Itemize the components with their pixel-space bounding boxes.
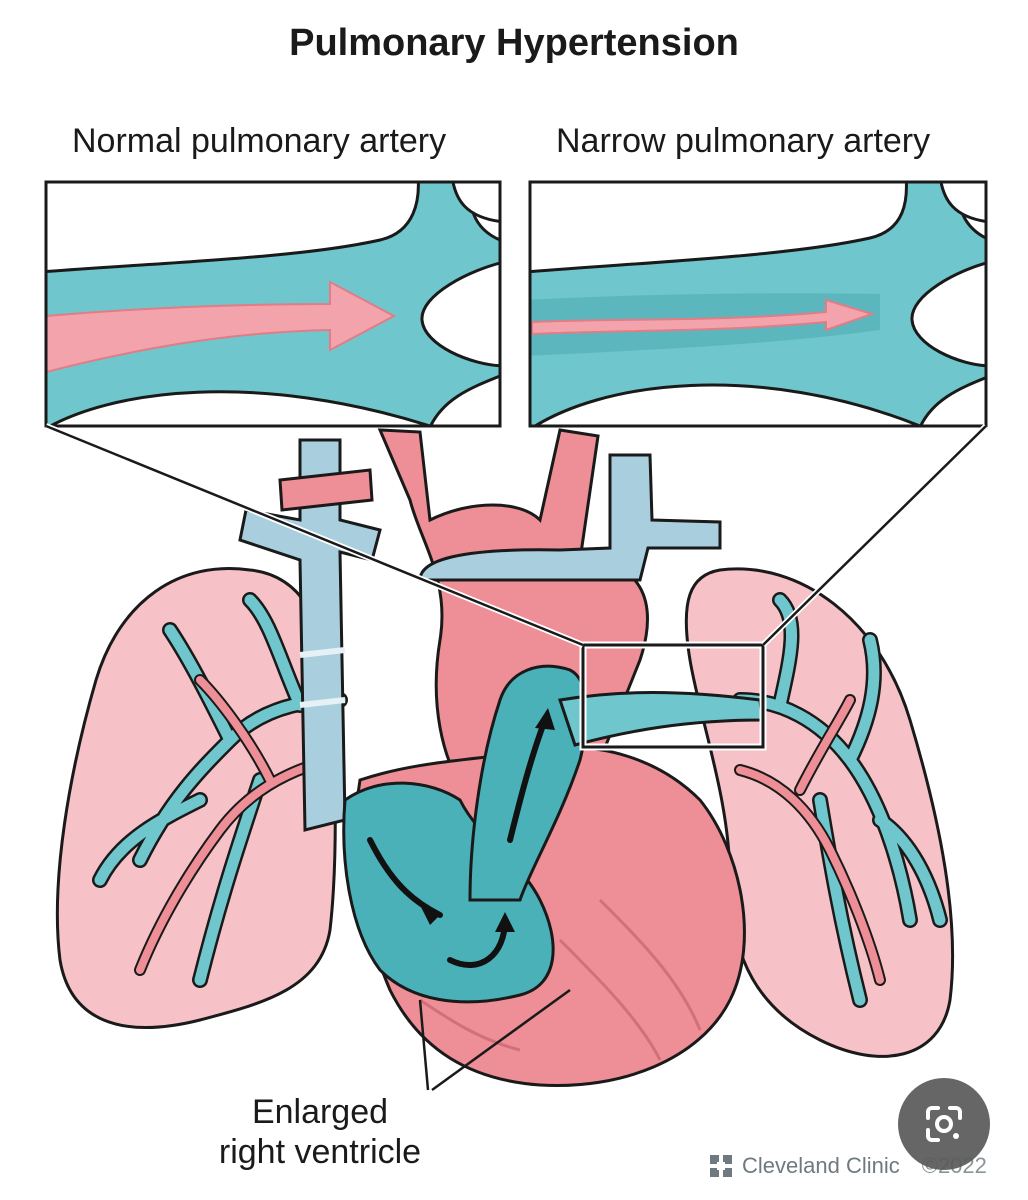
narrow-artery-label: Narrow pulmonary artery xyxy=(556,122,931,160)
google-lens-icon xyxy=(926,1106,962,1142)
normal-artery-panel xyxy=(46,182,500,426)
cleveland-clinic-logo-icon xyxy=(710,1155,732,1177)
annotation-line-2: right ventricle xyxy=(218,1133,422,1171)
narrow-flow-arrow xyxy=(531,298,876,336)
diagram-title: Pulmonary Hypertension xyxy=(289,22,739,64)
left-lung xyxy=(684,567,955,1058)
heart xyxy=(342,664,764,1088)
ventricle-annotation: Enlarged right ventricle xyxy=(190,1092,450,1172)
normal-artery-label: Normal pulmonary artery xyxy=(72,122,447,160)
normal-flow-arrow xyxy=(46,280,397,374)
pulmonary-trunk xyxy=(468,664,588,902)
brand-name: Cleveland Clinic xyxy=(742,1153,900,1178)
annotation-line-1: Enlarged xyxy=(251,1093,389,1131)
right-lung xyxy=(55,567,348,1029)
google-lens-button[interactable] xyxy=(898,1078,990,1170)
pulmonary-vein-branches xyxy=(418,453,722,582)
ventricle-leader-lines xyxy=(418,988,571,1092)
zoom-indicator xyxy=(44,423,989,751)
narrow-artery-panel xyxy=(530,182,986,426)
